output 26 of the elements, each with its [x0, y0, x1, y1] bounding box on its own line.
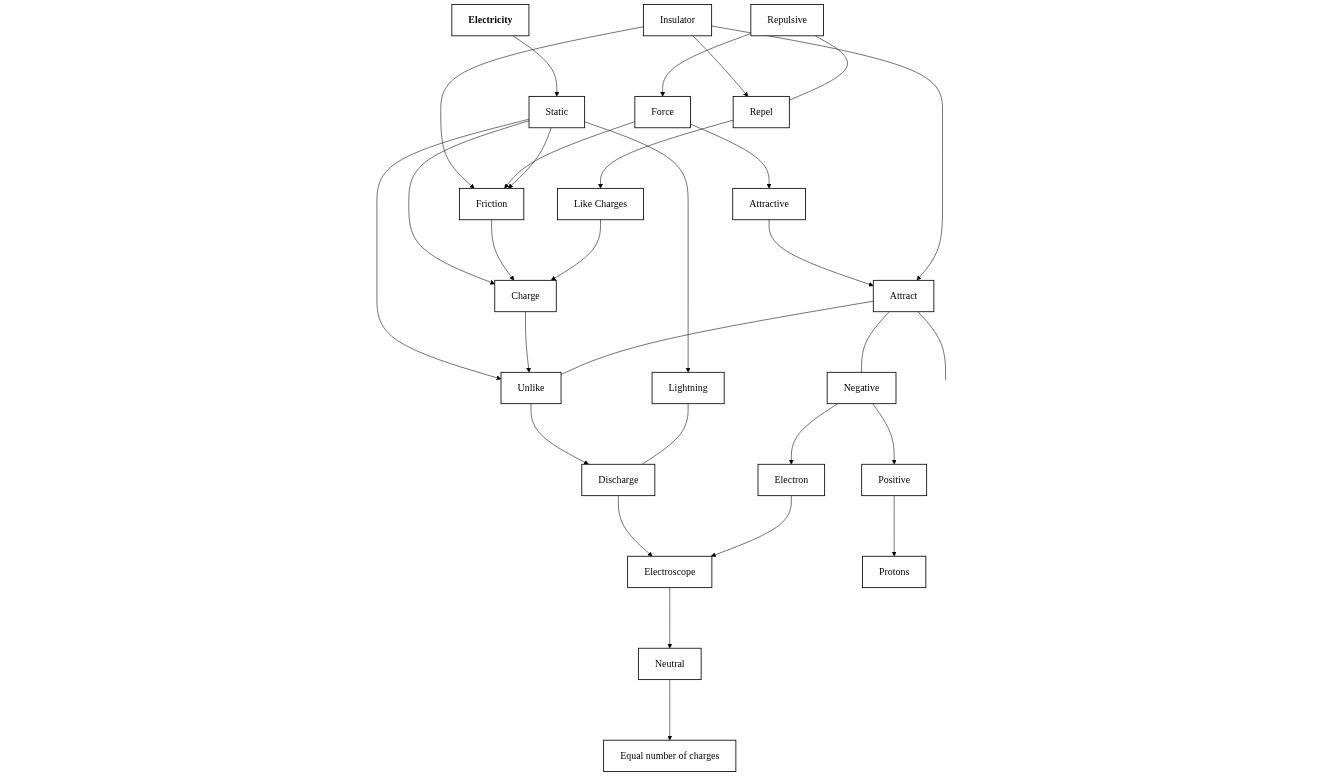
node-box: Charge	[494, 279, 557, 313]
node-box: Electricity	[451, 4, 530, 37]
connector	[560, 300, 874, 375]
node-box: Repulsive	[750, 4, 824, 37]
node-box: Neutral	[637, 647, 702, 681]
connector	[917, 311, 946, 380]
node-box: Electroscope	[627, 555, 713, 589]
connector	[861, 311, 890, 373]
node-box: Lightning	[651, 371, 725, 405]
node-box: Friction	[458, 187, 525, 221]
node-box: Positive	[861, 463, 928, 497]
node-box: Unlike	[500, 371, 562, 405]
node-box: Negative	[826, 371, 897, 405]
node-box: Protons	[862, 555, 927, 589]
node-box: Discharge	[581, 463, 656, 497]
node-box: Like Charges	[557, 187, 644, 221]
node-box: Electron	[757, 463, 826, 497]
connector	[641, 403, 689, 465]
node-box: Force	[634, 95, 691, 129]
node-box: Static	[528, 95, 586, 129]
node-box: Attractive	[732, 187, 806, 221]
connector	[789, 35, 848, 101]
node-box: Attract	[872, 279, 935, 313]
node-box: Equal number of charges	[603, 739, 737, 772]
node-box: Insulator	[642, 4, 713, 37]
node-box: Repel	[732, 95, 790, 129]
